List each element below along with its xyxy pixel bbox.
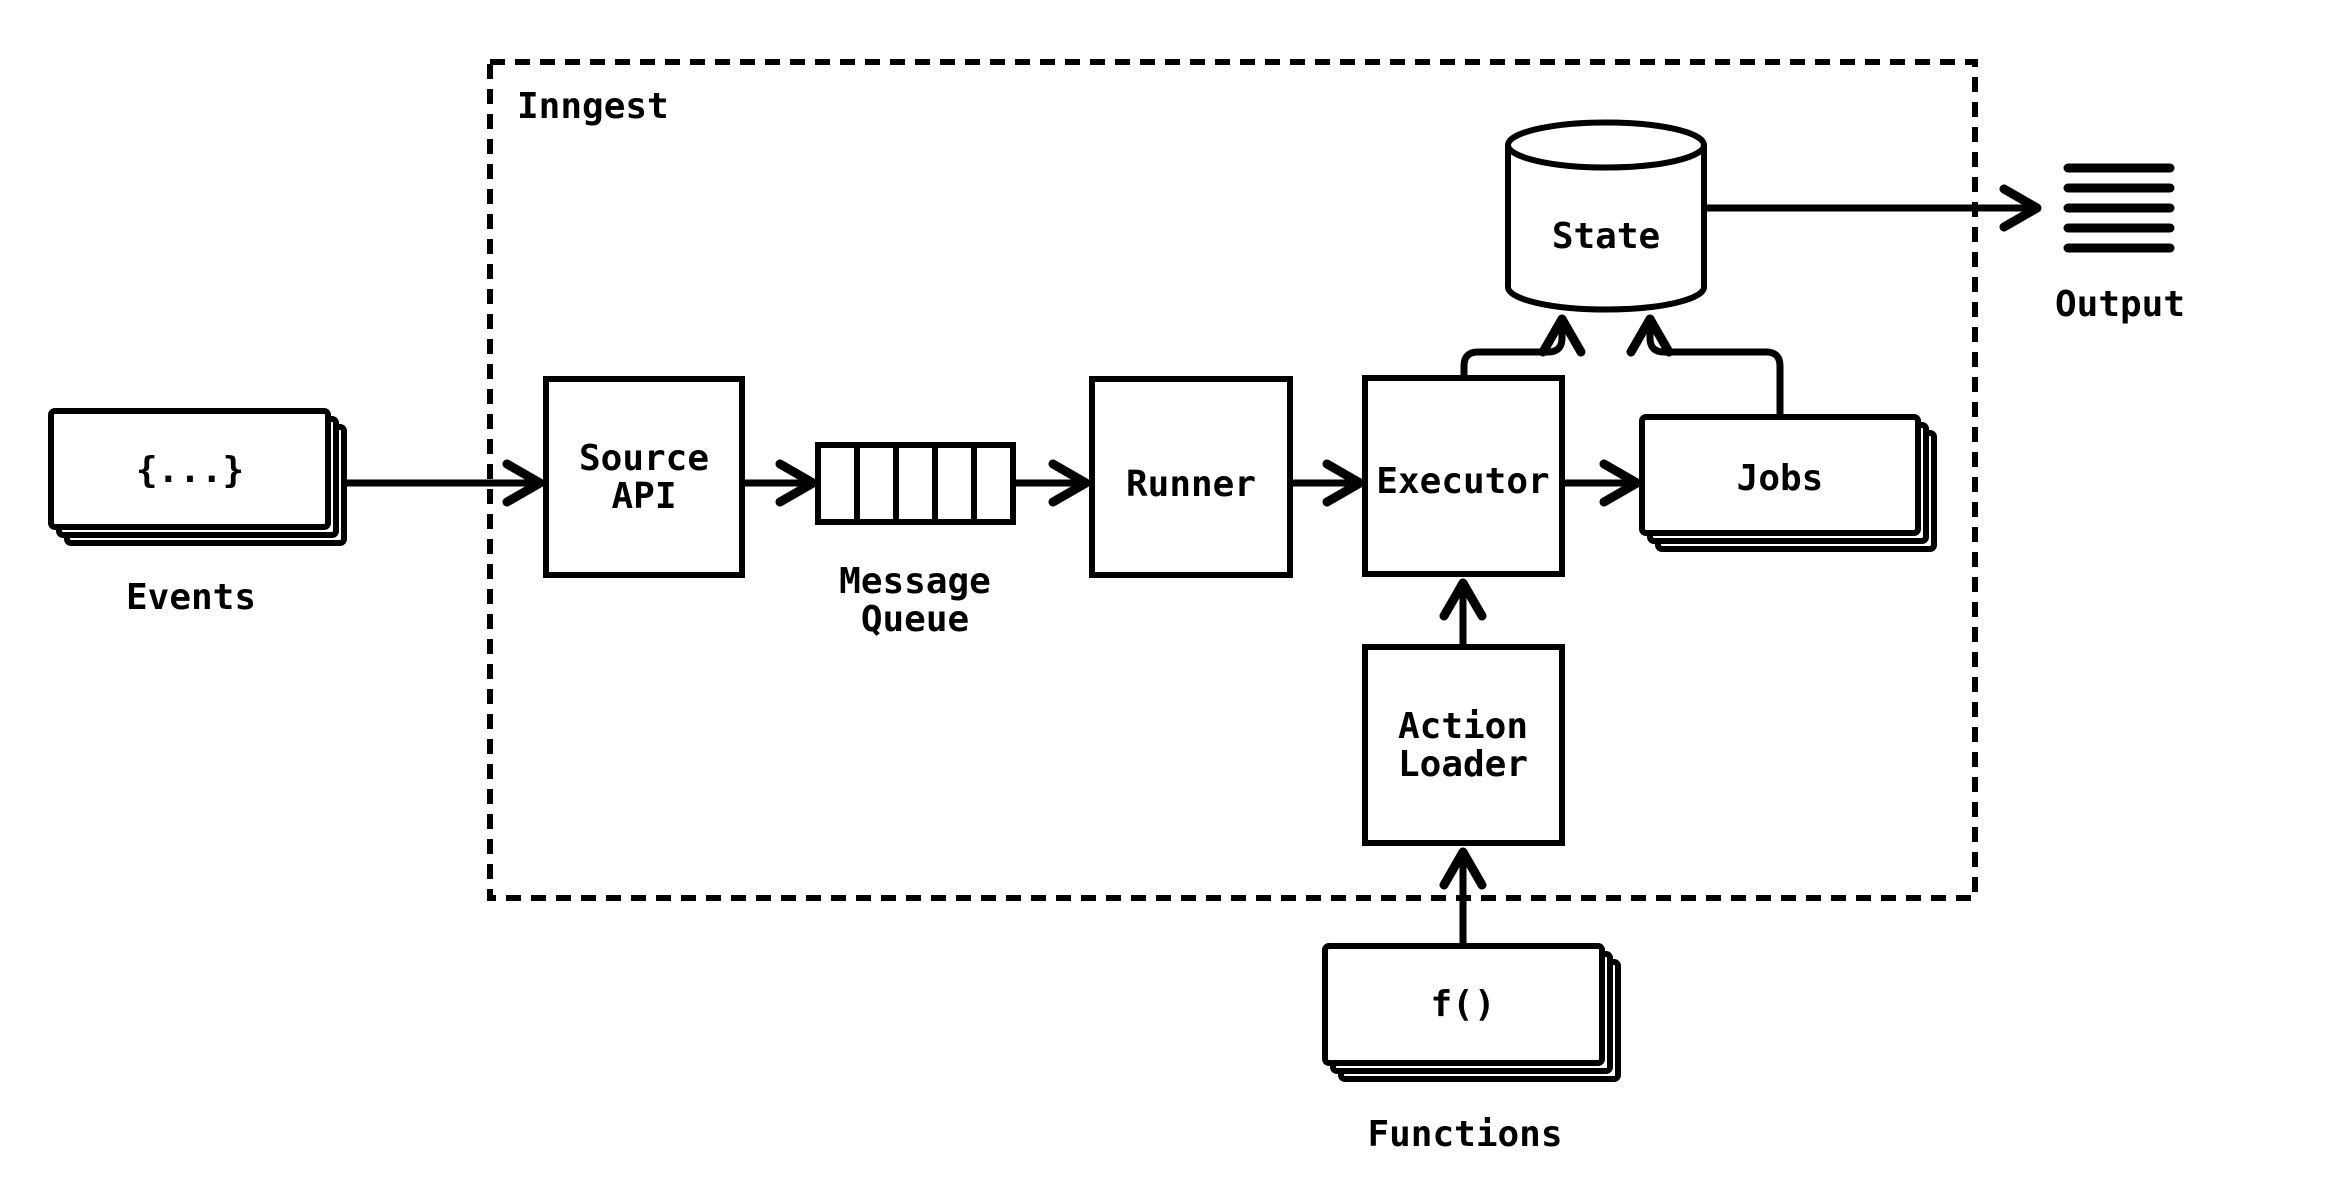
events-card-front (48, 408, 331, 530)
source-api-box: Source API (543, 376, 745, 578)
state-cylinder-top (1505, 119, 1707, 171)
functions-box-label: f() (1430, 984, 1495, 1025)
state-cylinder: State (1505, 119, 1707, 313)
events-stack: {...} (48, 408, 347, 546)
state-label: State (1552, 216, 1660, 257)
action-loader-box: Action Loader (1362, 644, 1565, 846)
runner-box: Runner (1089, 376, 1293, 578)
message-queue (815, 442, 1016, 525)
functions-stack: f() (1322, 943, 1621, 1082)
source-api-rect (543, 376, 745, 578)
executor-box: Executor (1362, 375, 1565, 577)
runner-label: Runner (1126, 464, 1256, 505)
source-api-label-line1: Source (579, 438, 709, 479)
message-queue-rect (815, 442, 1016, 525)
message-queue-caption-line1: Message (839, 561, 991, 602)
action-loader-label-line1: Action (1398, 706, 1528, 747)
arrow-executor-to-state (1460, 314, 1586, 378)
functions-caption: Functions (1367, 1114, 1562, 1155)
events-box-label: {...} (136, 450, 244, 491)
inngest-boundary-box (487, 59, 1978, 901)
runner-rect (1089, 376, 1293, 578)
output-caption: Output (2055, 284, 2185, 325)
arrow-jobs-to-state (1626, 314, 1784, 417)
inngest-title: Inngest (517, 86, 669, 127)
action-loader-rect (1362, 644, 1565, 846)
source-api-label-line2: API (611, 476, 676, 517)
message-queue-caption-line2: Queue (861, 599, 969, 640)
events-caption: Events (126, 577, 256, 618)
output-list-icon (2063, 163, 2175, 253)
functions-card-front (1322, 943, 1605, 1066)
state-cylinder-body (1505, 145, 1707, 313)
jobs-stack: Jobs (1639, 414, 1937, 552)
action-loader-label-line2: Loader (1398, 744, 1528, 785)
executor-label: Executor (1376, 461, 1549, 502)
jobs-label: Jobs (1737, 458, 1824, 499)
